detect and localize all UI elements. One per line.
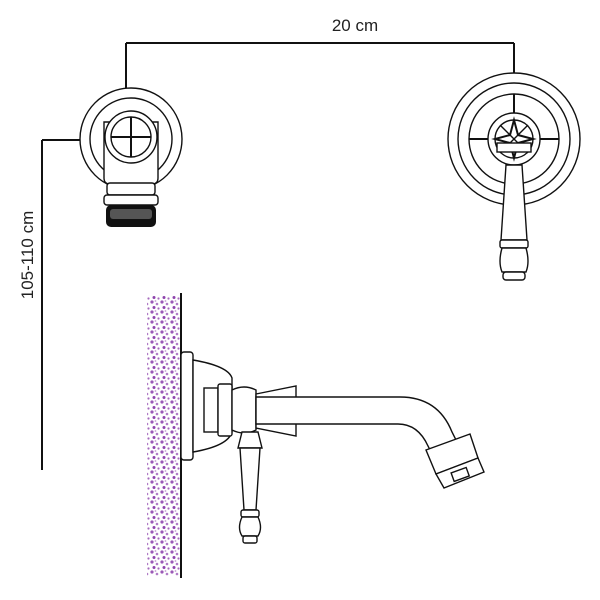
handle-lever-tip (502, 271, 526, 281)
faucet-side-view-icon (180, 351, 485, 544)
side-valve-bulge (231, 386, 257, 434)
vertical-dimension: 105-110 cm (18, 139, 98, 470)
handle-lever-base (496, 142, 532, 153)
spout-aerator-mesh (110, 209, 152, 219)
spout-top-view-icon (79, 87, 183, 227)
spout-collar-2 (103, 194, 159, 206)
side-spout-aerator-detail (450, 466, 471, 483)
wall-texture-icon (147, 293, 182, 578)
handle-star (491, 116, 537, 162)
handle-lever-knob (499, 247, 529, 273)
wall-section (147, 296, 181, 576)
horizontal-dimension: 20 cm (125, 16, 515, 92)
handle-lever (500, 164, 528, 241)
horizontal-dimension-label: 20 cm (332, 16, 378, 35)
side-valve-ring-2 (217, 383, 233, 437)
side-valve-ring-1 (203, 387, 219, 433)
side-lever-knob (238, 516, 262, 537)
vertical-dimension-label: 105-110 cm (18, 211, 37, 300)
side-escutcheon-plate (180, 351, 194, 461)
side-lever-tip (242, 535, 258, 544)
side-lever-arm (239, 447, 261, 511)
spout-collar-1 (106, 182, 156, 196)
side-lever-collar (240, 509, 260, 518)
side-lever-hub (237, 431, 263, 449)
handle-lever-collar (499, 239, 529, 249)
handle-front-view-icon (447, 72, 581, 281)
